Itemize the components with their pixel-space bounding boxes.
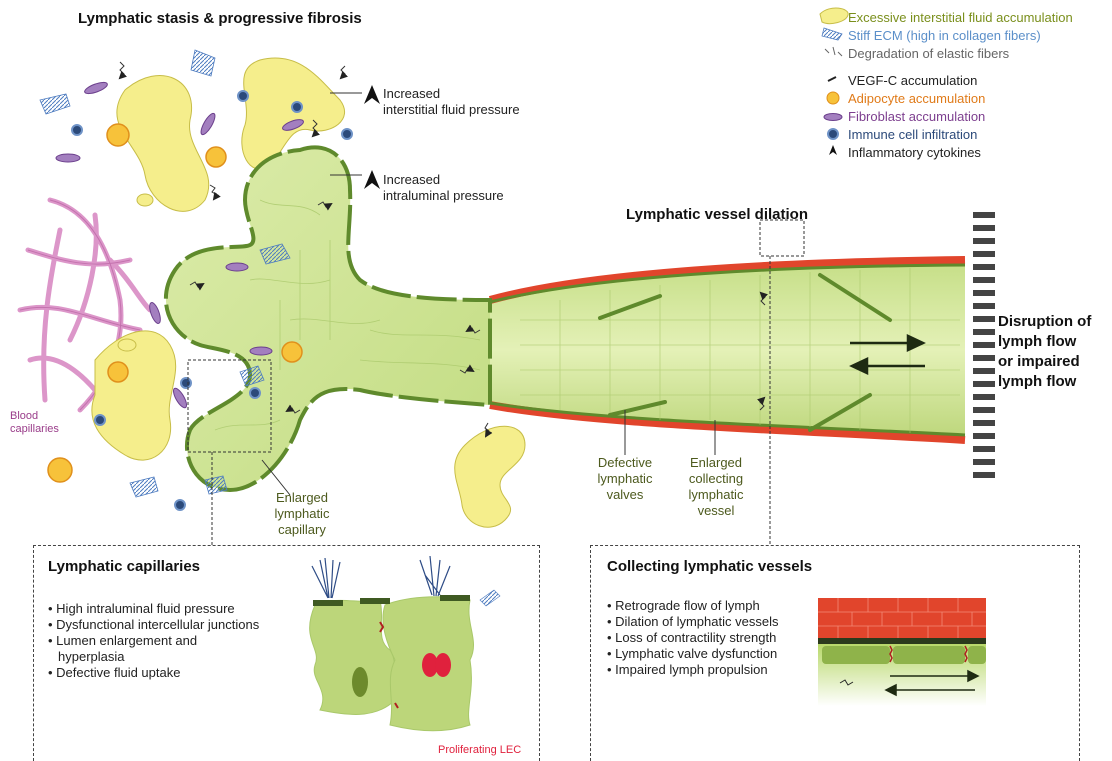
- collecting-bullet: • Lymphatic valve dysfunction: [607, 646, 778, 662]
- interstitial-pressure-label: Increased interstitial fluid pressure: [383, 86, 520, 118]
- enlarged-capillary-label: Enlarged lymphatic capillary: [262, 490, 342, 538]
- legend-item-adipocyte: Adipocyte accumulation: [818, 89, 985, 107]
- collecting-vessels-panel: Collecting lymphatic vessels • Retrograd…: [590, 545, 1080, 761]
- capillaries-bullet-continued: hyperplasia: [48, 649, 259, 665]
- enlarged-collecting-label: Enlarged collecting lymphatic vessel: [676, 455, 756, 519]
- main-title: Lymphatic stasis & progressive fibrosis: [78, 10, 362, 27]
- adipocyte-icon: [818, 89, 848, 107]
- disruption-label: Disruption of lymph flow or impaired lym…: [998, 312, 1091, 392]
- legend-item-elastic: Degradation of elastic fibers: [818, 44, 1009, 62]
- blood-capillaries-label: Blood capillaries: [10, 410, 59, 436]
- pressure-arrow-icons: [364, 85, 380, 189]
- legend-item-vegfc: VEGF-C accumulation: [818, 71, 977, 89]
- capillaries-bullets: • High intraluminal fluid pressure • Dys…: [48, 601, 259, 681]
- lymph-flow-disruption-barrier: [973, 212, 995, 478]
- collagen-icon: [818, 26, 848, 44]
- lymphatic-capillaries-panel: Lymphatic capillaries • High intralumina…: [33, 545, 540, 761]
- defective-valves-label: Defective lymphatic valves: [587, 455, 663, 503]
- fluid-blob-icon: [818, 8, 848, 26]
- proliferating-lec-label: Proliferating LEC: [438, 744, 521, 756]
- legend-item-ecm: Stiff ECM (high in collagen fibers): [818, 26, 1041, 44]
- capillaries-bullet: • Dysfunctional intercellular junctions: [48, 617, 259, 633]
- collecting-bullet: • Impaired lymph propulsion: [607, 662, 778, 678]
- fibroblast-icon: [818, 107, 848, 125]
- legend-item-fibroblast: Fibroblast accumulation: [818, 107, 985, 125]
- legend-item-cytokines: Inflammatory cytokines: [818, 143, 981, 161]
- collecting-panel-title: Collecting lymphatic vessels: [607, 558, 812, 575]
- intraluminal-pressure-label: Increased intraluminal pressure: [383, 172, 504, 204]
- collecting-lymphatic-vessel: [490, 260, 965, 440]
- collecting-bullets: • Retrograde flow of lymph • Dilation of…: [607, 598, 778, 678]
- collecting-bullet: • Dilation of lymphatic vessels: [607, 614, 778, 630]
- dilation-title: Lymphatic vessel dilation: [626, 206, 808, 223]
- capillaries-bullet: • High intraluminal fluid pressure: [48, 601, 259, 617]
- capillaries-bullet: • Defective fluid uptake: [48, 665, 259, 681]
- elastic-fiber-icon: [818, 44, 848, 62]
- cytokine-icon: [818, 143, 848, 161]
- collecting-bullet: • Loss of contractility strength: [607, 630, 778, 646]
- legend-item-fluid: Excessive interstitial fluid accumulatio…: [818, 8, 1073, 26]
- immune-cell-icon: [818, 125, 848, 143]
- vegfc-icon: [818, 71, 848, 89]
- collecting-bullet: • Retrograde flow of lymph: [607, 598, 778, 614]
- capillaries-panel-title: Lymphatic capillaries: [48, 558, 200, 575]
- capillaries-bullet: • Lumen enlargement and: [48, 633, 259, 649]
- legend-item-immune: Immune cell infiltration: [818, 125, 977, 143]
